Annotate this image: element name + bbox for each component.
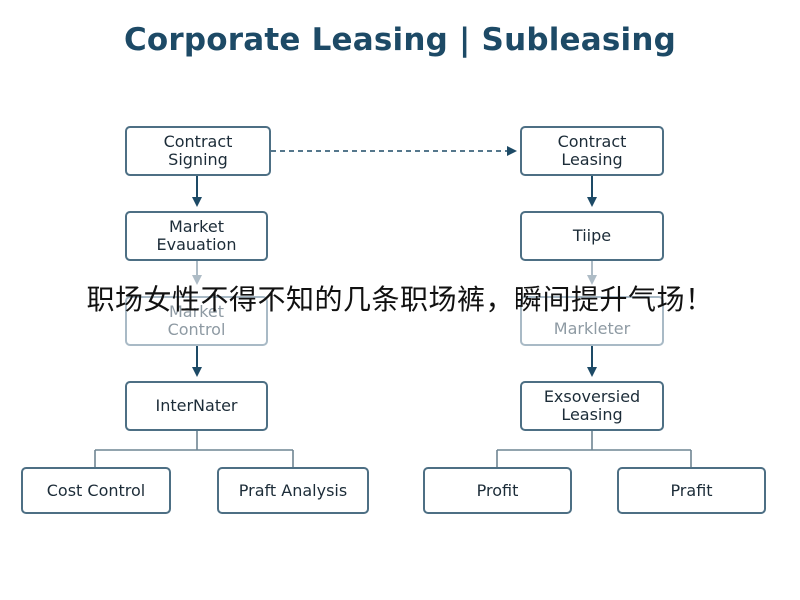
box-tiipe-label: Tiipe [572, 226, 612, 245]
box-prafit: Prafit [617, 467, 766, 514]
box-market-evaluation: Market Evauation [125, 211, 268, 261]
box-prafit-label: Prafit [670, 480, 713, 500]
box-markleter-label: Markleter [553, 319, 631, 338]
box-market-evaluation-line2: Evauation [156, 235, 237, 254]
box-tiipe: Tiipe [520, 211, 664, 261]
branch-connector-left [94, 431, 294, 467]
box-internater-label: InterNater [155, 396, 238, 415]
box-market-evaluation-line1: Market [168, 217, 224, 236]
box-profit-analysis-label: Praft Analysis [238, 480, 348, 500]
box-market-control-line2: Control [167, 320, 226, 339]
diagram-title: Corporate Leasing | Subleasing [123, 22, 677, 58]
box-contract-signing-line1: Contract [163, 132, 233, 151]
box-cost-control-label: Cost Control [46, 480, 146, 500]
box-contract-leasing-line1: Contract [557, 132, 627, 151]
box-internater: InterNater [125, 381, 268, 431]
box-contract-leasing: Contract Leasing [520, 126, 664, 176]
branch-connector-right [496, 431, 692, 467]
box-profit-label: Profit [476, 480, 519, 500]
box-exsoversied-leasing: Exsoversied Leasing [520, 381, 664, 431]
box-market-control-line1: Market [169, 302, 224, 321]
box-contract-signing: Contract Signing [125, 126, 271, 176]
box-profit-analysis: Praft Analysis [217, 467, 369, 514]
box-exsoversied-leasing-line1: Exsoversied [543, 387, 641, 406]
overlay-caption: 职场女性不得不知的几条职场裤，瞬间提升气场！ [86, 283, 714, 316]
box-profit: Profit [423, 467, 572, 514]
box-contract-signing-line2: Signing [168, 150, 228, 169]
box-market-control: Market Control [125, 296, 268, 346]
box-contract-leasing-line2: Leasing [561, 150, 623, 169]
box-cost-control: Cost Control [21, 467, 171, 514]
box-markleter: Markleter [520, 296, 664, 346]
box-exsoversied-leasing-line2: Leasing [561, 405, 623, 424]
